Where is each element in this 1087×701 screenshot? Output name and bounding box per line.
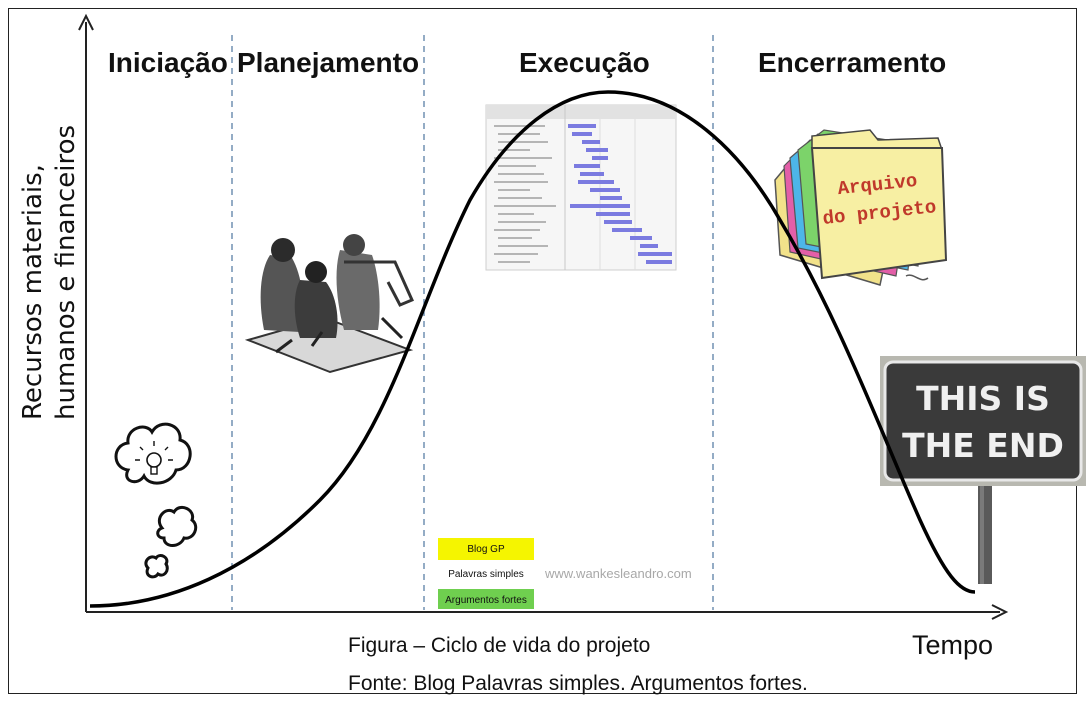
phase-title-encerramento: Encerramento: [758, 47, 946, 78]
watermark-tag2-text: Palavras simples: [448, 569, 524, 580]
figure-source: Fonte: Blog Palavras simples. Argumentos…: [348, 672, 808, 695]
phase-title-iniciacao: Iniciação: [108, 47, 228, 78]
x-axis-label: Tempo: [912, 630, 993, 660]
watermark-site: www.wankesleandro.com: [544, 566, 692, 581]
y-axis-label-line1: Recursos materiais,: [18, 164, 48, 420]
y-axis-label-line2: humanos e financeiros: [51, 125, 81, 420]
sign-text-line1: THIS IS: [916, 379, 1050, 418]
watermark-tag-blog-gp: [438, 538, 534, 560]
figure-caption: Figura – Ciclo de vida do projeto: [348, 634, 650, 657]
project-folder-icon: [774, 129, 948, 286]
lifecycle-curve: [89, 90, 976, 608]
figure-frame: [8, 8, 1077, 694]
x-axis-arrow: [991, 604, 1009, 620]
gantt-chart-thumbnail: [485, 104, 677, 271]
phase-title-planejamento: Planejamento: [237, 47, 419, 78]
sign-text-line2: THE END: [902, 426, 1064, 465]
watermark-tag1-text: Blog GP: [467, 544, 505, 555]
phase-title-execucao: Execução: [519, 47, 650, 78]
y-axis-arrow: [78, 13, 94, 31]
watermark-tag3-text: Argumentos fortes: [445, 595, 527, 606]
planning-team-icon: [244, 234, 414, 374]
watermark-tag-argumentos: [438, 589, 534, 609]
idea-cloud-icon: [114, 422, 198, 579]
the-end-sign-icon: [880, 356, 1086, 584]
